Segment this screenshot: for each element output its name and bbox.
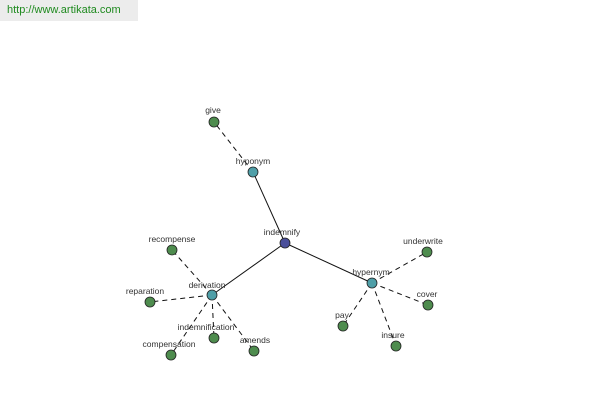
node-give-dot[interactable] <box>208 116 220 128</box>
node-hyponym-label: hyponym <box>236 156 271 166</box>
node-recompense-dot[interactable] <box>166 244 178 256</box>
node-root[interactable]: indemnify <box>264 227 301 249</box>
node-hyponym[interactable]: hyponym <box>236 156 271 178</box>
node-reparation[interactable]: reparation <box>126 286 165 308</box>
node-underwrite[interactable]: underwrite <box>403 236 443 258</box>
node-hypernym[interactable]: hypernym <box>352 267 390 289</box>
node-indemnification-dot[interactable] <box>208 332 220 344</box>
node-recompense[interactable]: recompense <box>149 234 196 256</box>
node-insure-label: insure <box>381 330 404 340</box>
node-amends-dot[interactable] <box>248 345 260 357</box>
node-pay[interactable]: pay <box>335 310 350 332</box>
node-underwrite-label: underwrite <box>403 236 443 246</box>
node-compensation[interactable]: compensation <box>143 339 196 361</box>
node-compensation-dot[interactable] <box>165 349 177 361</box>
edge-hypernym-insure <box>371 282 397 347</box>
edge-derivation-indemnification <box>211 294 215 339</box>
node-compensation-label: compensation <box>143 339 196 349</box>
node-root-dot[interactable] <box>279 237 291 249</box>
edge-hypernym-underwrite <box>371 251 428 284</box>
node-insure-dot[interactable] <box>390 340 402 352</box>
node-reparation-dot[interactable] <box>144 296 156 308</box>
node-cover[interactable]: cover <box>417 289 438 311</box>
site-url[interactable]: http://www.artikata.com <box>0 0 138 21</box>
node-pay-dot[interactable] <box>337 320 349 332</box>
edge-derivation-reparation <box>149 294 213 303</box>
edge-root-hyponym <box>252 171 286 244</box>
node-cover-label: cover <box>417 289 438 299</box>
node-indemnification[interactable]: indemnification <box>178 322 235 344</box>
node-insure[interactable]: insure <box>381 330 405 352</box>
node-derivation[interactable]: derivation <box>189 280 226 301</box>
graph-edges <box>149 121 429 356</box>
node-amends[interactable]: amends <box>240 335 270 357</box>
edge-root-hypernym <box>284 242 373 284</box>
edge-hypernym-cover <box>371 282 429 306</box>
node-derivation-label: derivation <box>189 280 226 290</box>
node-pay-label: pay <box>335 310 349 320</box>
edge-derivation-amends <box>211 294 255 352</box>
node-give-label: give <box>205 105 221 115</box>
edge-hyponym-give <box>213 121 254 173</box>
node-cover-dot[interactable] <box>422 299 434 311</box>
edge-root-derivation <box>211 242 286 296</box>
node-reparation-label: reparation <box>126 286 165 296</box>
node-amends-label: amends <box>240 335 270 345</box>
node-give[interactable]: give <box>205 105 221 128</box>
node-root-label: indemnify <box>264 227 301 237</box>
node-underwrite-dot[interactable] <box>421 246 433 258</box>
node-recompense-label: recompense <box>149 234 196 244</box>
edge-derivation-compensation <box>170 294 213 356</box>
node-hypernym-dot[interactable] <box>366 277 378 289</box>
node-hyponym-dot[interactable] <box>247 166 259 178</box>
graph-nodes: indemnify hyponym derivation hypernym give re… <box>126 105 443 361</box>
node-derivation-dot[interactable] <box>206 289 218 301</box>
edge-derivation-recompense <box>171 249 213 296</box>
node-hypernym-label: hypernym <box>352 267 389 277</box>
node-indemnification-label: indemnification <box>178 322 235 332</box>
